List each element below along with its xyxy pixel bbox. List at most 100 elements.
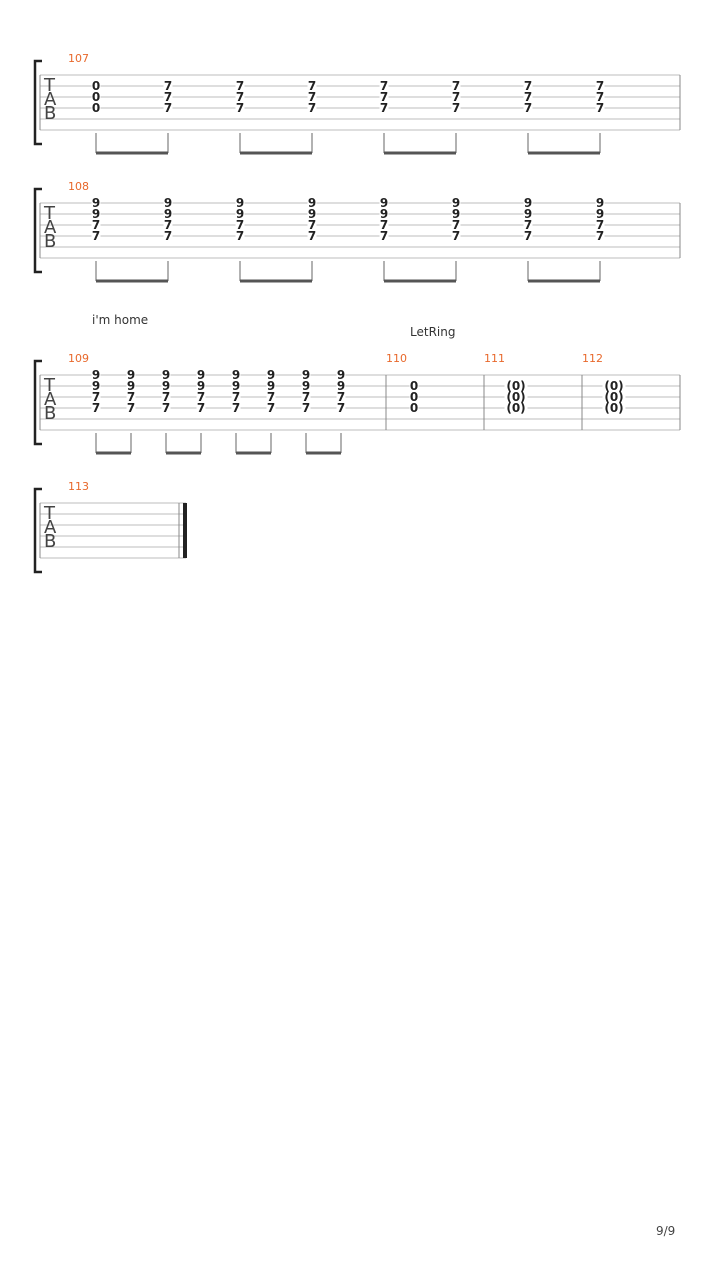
fret-bg bbox=[523, 92, 533, 102]
fret-bg bbox=[379, 81, 389, 91]
fret-number: 9 bbox=[236, 196, 244, 210]
fret-bg bbox=[91, 392, 101, 402]
fret-bg bbox=[161, 370, 171, 380]
fret-number: 7 bbox=[267, 401, 275, 415]
fret-bg bbox=[91, 103, 101, 113]
fret-bg bbox=[451, 81, 461, 91]
fret-number: 9 bbox=[452, 196, 460, 210]
fret-bg bbox=[91, 198, 101, 208]
fret-bg bbox=[451, 209, 461, 219]
fret-number: 7 bbox=[232, 390, 240, 404]
tab-clef-letter: A bbox=[44, 89, 57, 110]
fret-bg bbox=[379, 198, 389, 208]
fret-bg bbox=[595, 231, 605, 241]
system-bracket bbox=[33, 187, 42, 274]
fret-bg bbox=[307, 231, 317, 241]
fret-number: 7 bbox=[92, 390, 100, 404]
fret-bg bbox=[307, 198, 317, 208]
fret-number: 0 bbox=[92, 101, 100, 115]
fret-number: 7 bbox=[302, 390, 310, 404]
fret-number: 9 bbox=[337, 368, 345, 382]
fret-bg bbox=[163, 209, 173, 219]
fret-bg bbox=[161, 403, 171, 413]
fret-number: 7 bbox=[302, 401, 310, 415]
fret-bg bbox=[235, 198, 245, 208]
fret-number: (0) bbox=[506, 390, 525, 404]
fret-number: 9 bbox=[302, 379, 310, 393]
fret-number: 7 bbox=[452, 218, 460, 232]
tab-clef-letter: A bbox=[44, 389, 57, 410]
fret-number: 7 bbox=[596, 101, 604, 115]
fret-number: 9 bbox=[162, 368, 170, 382]
fret-number: 7 bbox=[164, 218, 172, 232]
fret-bg bbox=[336, 403, 346, 413]
fret-bg bbox=[196, 403, 206, 413]
fret-number: 7 bbox=[127, 390, 135, 404]
fret-number: 7 bbox=[308, 229, 316, 243]
fret-bg bbox=[91, 220, 101, 230]
fret-number: 9 bbox=[127, 368, 135, 382]
fret-bg bbox=[126, 381, 136, 391]
system-bracket bbox=[33, 359, 42, 446]
fret-number: 7 bbox=[164, 90, 172, 104]
fret-bg bbox=[451, 231, 461, 241]
fret-bg bbox=[336, 392, 346, 402]
fret-bg bbox=[595, 209, 605, 219]
fret-bg bbox=[602, 381, 626, 391]
fret-bg bbox=[451, 220, 461, 230]
fret-number: 7 bbox=[308, 218, 316, 232]
fret-number: 7 bbox=[596, 229, 604, 243]
fret-bg bbox=[504, 392, 528, 402]
fret-number: 9 bbox=[197, 368, 205, 382]
fret-number: 7 bbox=[232, 401, 240, 415]
fret-number: (0) bbox=[604, 390, 623, 404]
system-bracket bbox=[33, 59, 42, 146]
fret-number: 7 bbox=[524, 79, 532, 93]
tab-clef-letter: T bbox=[43, 503, 56, 524]
fret-number: 7 bbox=[236, 218, 244, 232]
fret-number: 7 bbox=[308, 79, 316, 93]
fret-bg bbox=[163, 81, 173, 91]
fret-bg bbox=[409, 381, 419, 391]
measure-number: 112 bbox=[582, 352, 603, 365]
fret-bg bbox=[523, 220, 533, 230]
fret-number: 9 bbox=[92, 207, 100, 221]
fret-bg bbox=[231, 403, 241, 413]
fret-bg bbox=[301, 381, 311, 391]
fret-number: 7 bbox=[197, 401, 205, 415]
fret-bg bbox=[161, 392, 171, 402]
fret-number: (0) bbox=[506, 401, 525, 415]
fret-number: 9 bbox=[232, 379, 240, 393]
fret-bg bbox=[451, 103, 461, 113]
fret-number: 7 bbox=[236, 229, 244, 243]
fret-number: 7 bbox=[524, 90, 532, 104]
tab-clef-letter: A bbox=[44, 517, 57, 538]
let-ring-text: LetRing bbox=[410, 325, 455, 339]
fret-number: 9 bbox=[337, 379, 345, 393]
fret-number: 9 bbox=[380, 196, 388, 210]
system-bracket bbox=[33, 487, 42, 574]
fret-number: 7 bbox=[197, 390, 205, 404]
fret-number: 9 bbox=[92, 196, 100, 210]
fret-number: 7 bbox=[164, 229, 172, 243]
fret-number: 9 bbox=[164, 207, 172, 221]
fret-bg bbox=[126, 403, 136, 413]
fret-number: 7 bbox=[380, 79, 388, 93]
fret-bg bbox=[523, 231, 533, 241]
fret-number: 7 bbox=[452, 229, 460, 243]
fret-bg bbox=[595, 81, 605, 91]
tab-system: TAB1099977997799779977997799779977997711… bbox=[33, 352, 681, 455]
fret-bg bbox=[379, 231, 389, 241]
fret-bg bbox=[307, 81, 317, 91]
fret-bg bbox=[504, 403, 528, 413]
fret-number: 9 bbox=[596, 207, 604, 221]
fret-bg bbox=[336, 381, 346, 391]
fret-bg bbox=[379, 103, 389, 113]
fret-number: 9 bbox=[232, 368, 240, 382]
fret-bg bbox=[266, 370, 276, 380]
fret-number: 7 bbox=[162, 390, 170, 404]
fret-number: 7 bbox=[308, 101, 316, 115]
